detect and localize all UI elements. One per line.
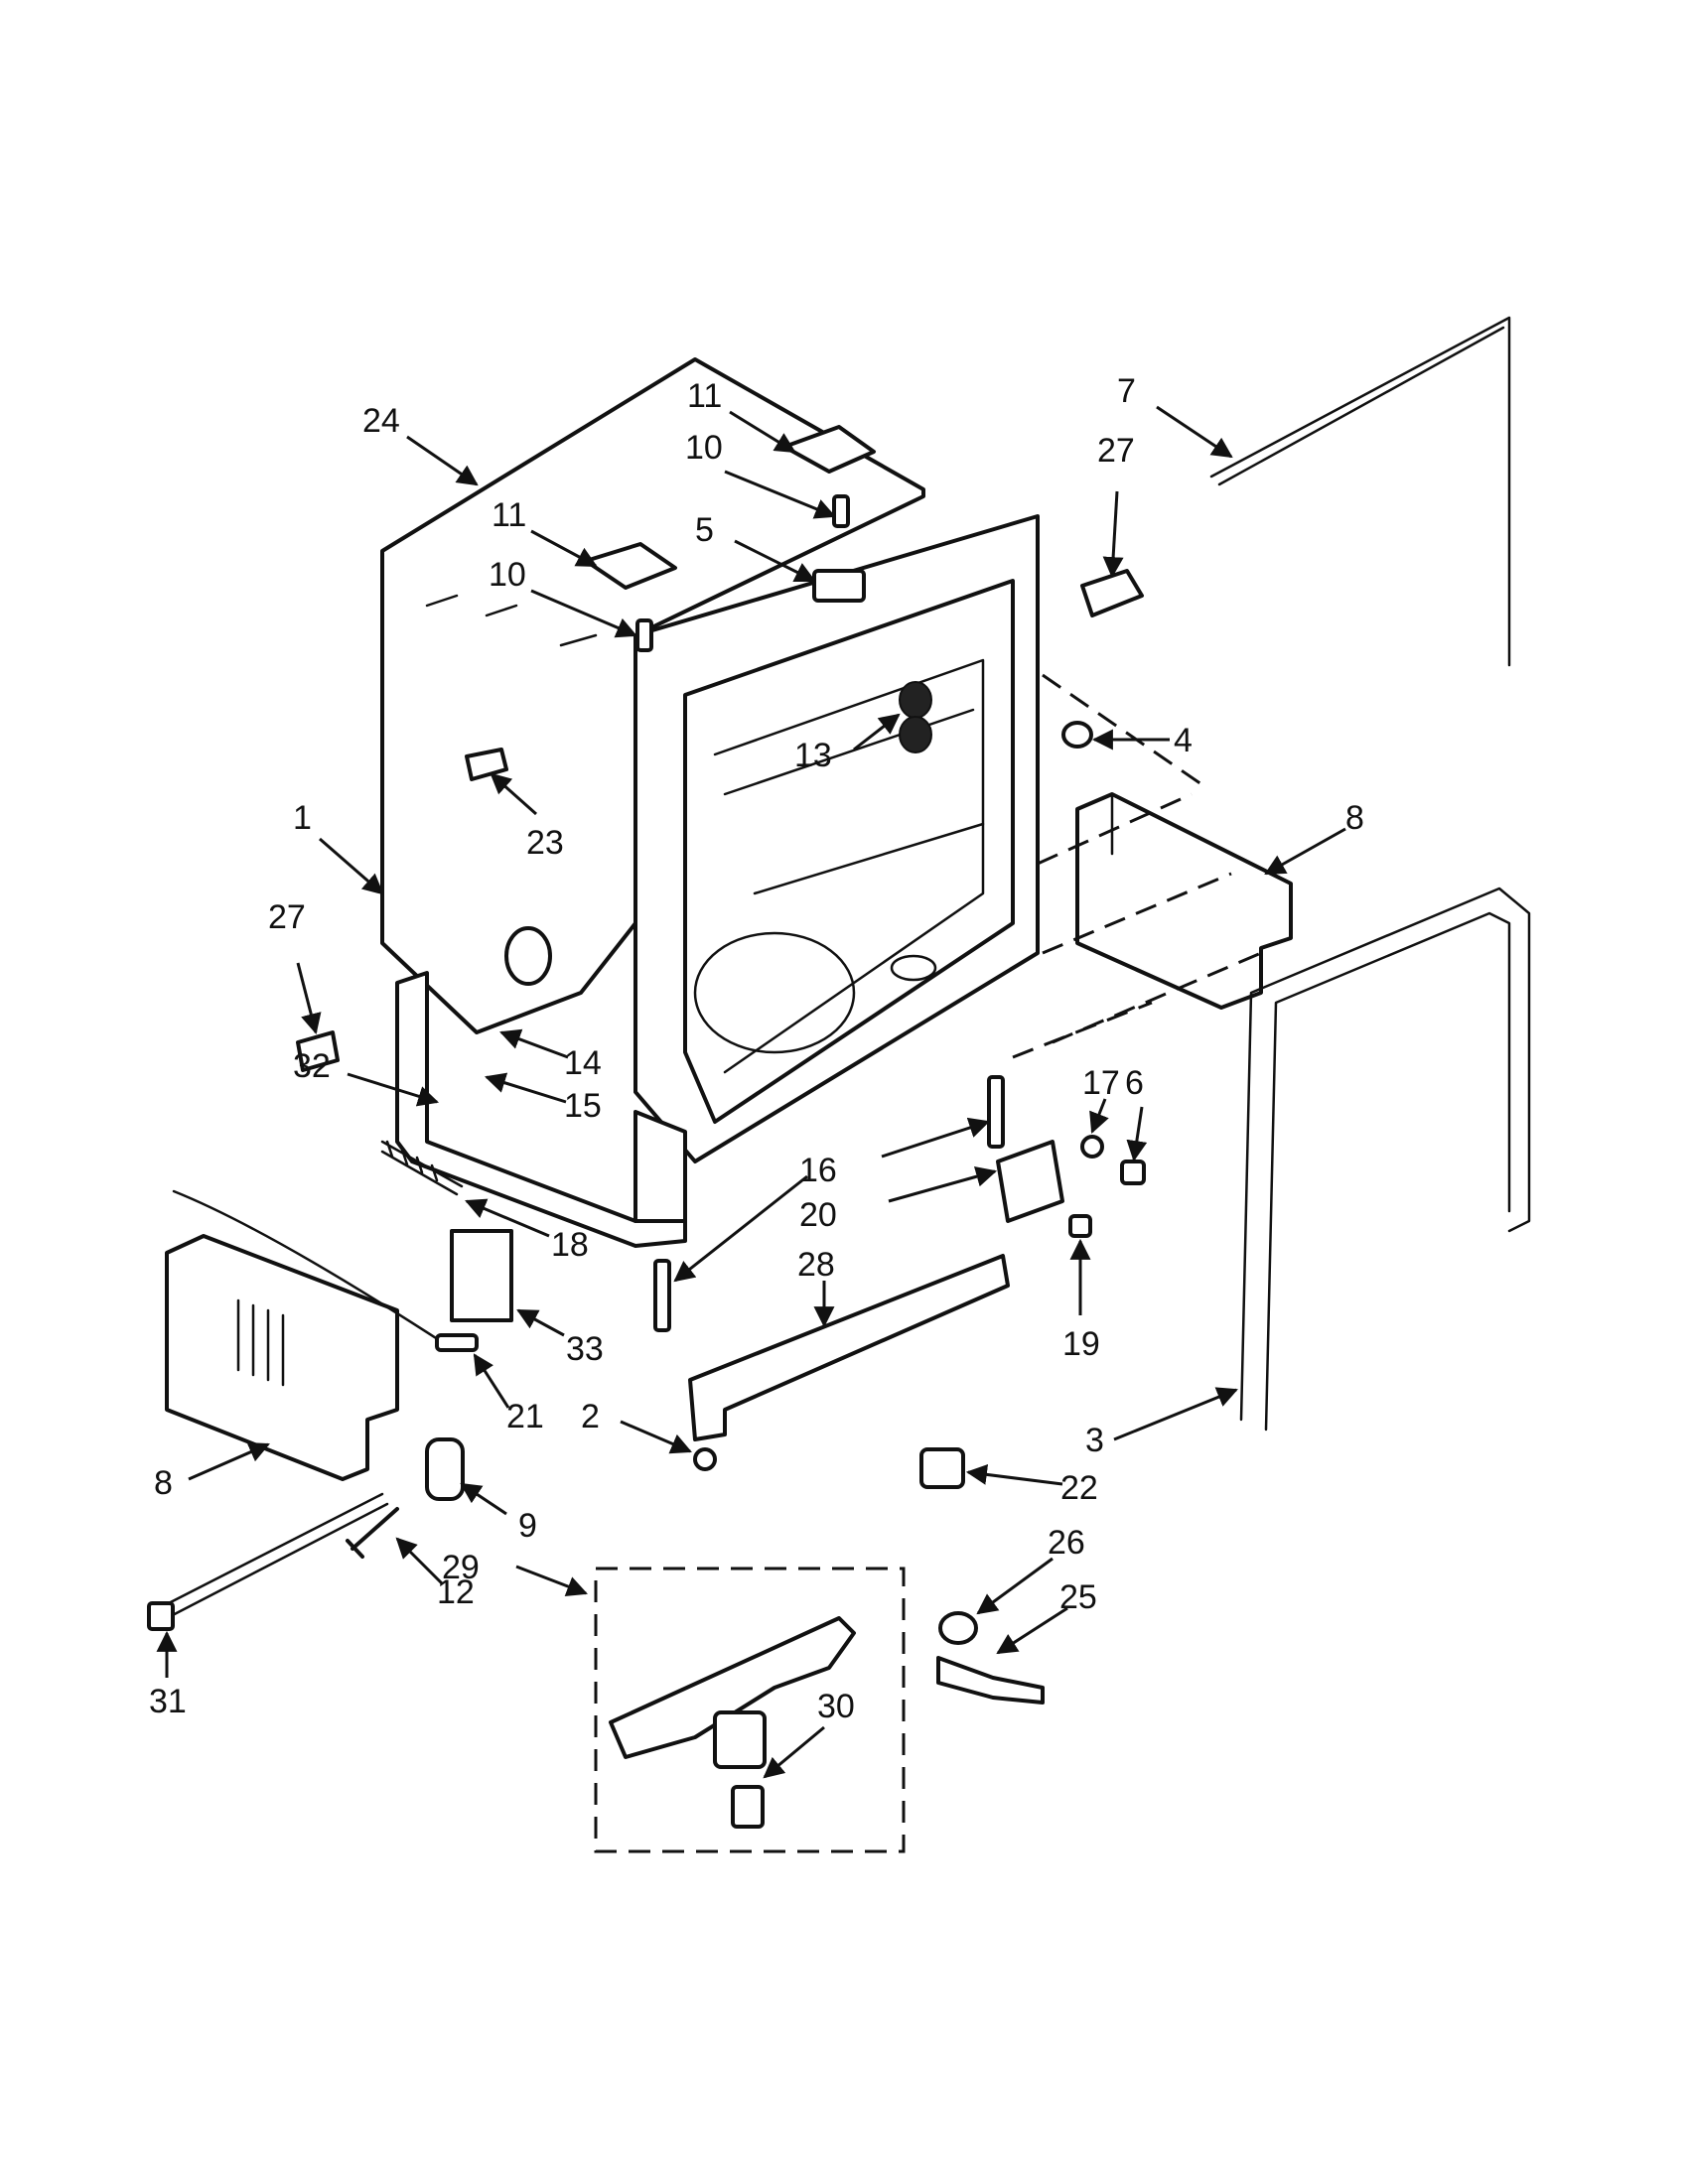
screw-19 [1068, 1214, 1092, 1238]
leg-16-left [653, 1259, 671, 1332]
callout-20: 20 [799, 1196, 837, 1234]
callout-19: 19 [1062, 1325, 1100, 1363]
guide-line [1012, 1001, 1153, 1059]
manifold-29 [609, 1616, 856, 1759]
callout-23: 23 [526, 824, 564, 862]
callout-24: 24 [362, 402, 400, 440]
bracket-20 [996, 1140, 1064, 1223]
callout-11-right: 11 [687, 377, 722, 415]
callout-14: 14 [564, 1044, 602, 1082]
callout-8-right: 8 [1345, 799, 1364, 837]
thermostat-26 [938, 1611, 978, 1645]
hinge-top-right [782, 425, 876, 528]
callout-labels: 24 11 10 11 10 5 7 27 4 13 23 8 1 27 14 … [149, 372, 1364, 1725]
callout-5: 5 [695, 511, 714, 549]
tie-head-31 [147, 1601, 175, 1631]
clip-5 [812, 569, 866, 603]
callout-7: 7 [1117, 372, 1136, 410]
callout-2: 2 [581, 1398, 600, 1435]
tub-assembly [380, 357, 1040, 1163]
callout-29: 29 [442, 1549, 480, 1586]
callout-13: 13 [794, 737, 832, 774]
cable-21 [172, 1189, 449, 1347]
filter-29 [713, 1710, 767, 1769]
callout-32: 32 [293, 1047, 331, 1085]
bracket-25 [936, 1656, 1045, 1705]
screw-12 [346, 1507, 399, 1559]
plug-4 [1061, 721, 1093, 749]
callout-6: 6 [1125, 1064, 1144, 1102]
tie-31 [157, 1492, 389, 1620]
callout-12: 12 [437, 1573, 475, 1611]
guide-line [1052, 951, 1262, 1044]
callout-3: 3 [1085, 1422, 1104, 1459]
callout-27-top: 27 [1097, 432, 1135, 470]
guide-line [1037, 792, 1193, 866]
callout-27-bottom: 27 [268, 898, 306, 936]
gasket-7 [1209, 316, 1511, 667]
callout-10-right: 10 [685, 429, 723, 467]
bumper-27-top [1080, 569, 1144, 617]
bumper-27-bottom [296, 1030, 340, 1072]
callout-4: 4 [1174, 722, 1193, 759]
mounting-frame [395, 971, 687, 1248]
foot-2 [693, 1447, 717, 1471]
bearing-13 [899, 681, 932, 753]
bracket-9 [425, 1437, 465, 1501]
callout-10-left: 10 [489, 556, 526, 594]
gasket-3 [1239, 887, 1531, 1432]
callout-25: 25 [1059, 1578, 1097, 1616]
callout-9: 9 [518, 1507, 537, 1545]
screw-23 [465, 748, 508, 781]
callout-28: 28 [797, 1246, 835, 1284]
leg-16-right [987, 1075, 1005, 1149]
leader-lines [156, 405, 1346, 1779]
callout-33: 33 [566, 1330, 604, 1368]
subassembly-box-29 [594, 1567, 906, 1853]
callout-30: 30 [817, 1688, 855, 1725]
callout-15: 15 [564, 1087, 602, 1125]
screw-6 [1120, 1160, 1146, 1185]
washer-17 [1080, 1135, 1104, 1159]
callout-31: 31 [149, 1683, 187, 1720]
switch-22 [919, 1447, 965, 1489]
insulation-left-8 [165, 1234, 399, 1481]
connector-21 [435, 1333, 479, 1352]
callout-16: 16 [799, 1152, 837, 1189]
callout-1: 1 [293, 799, 312, 837]
callout-18: 18 [551, 1226, 589, 1264]
callout-22: 22 [1060, 1469, 1098, 1507]
callout-21: 21 [506, 1398, 544, 1435]
tray-28 [688, 1254, 1010, 1441]
callout-17: 17 [1082, 1064, 1120, 1102]
guide-line [1042, 872, 1232, 955]
valve-30 [731, 1785, 765, 1829]
insulation-right-8 [1075, 792, 1293, 1010]
spring-18 [380, 1140, 464, 1196]
callout-26: 26 [1048, 1524, 1085, 1562]
hinge-top-left [584, 542, 677, 652]
callout-11-left: 11 [492, 496, 526, 534]
callout-8-left: 8 [154, 1464, 173, 1502]
label-33 [450, 1229, 513, 1322]
